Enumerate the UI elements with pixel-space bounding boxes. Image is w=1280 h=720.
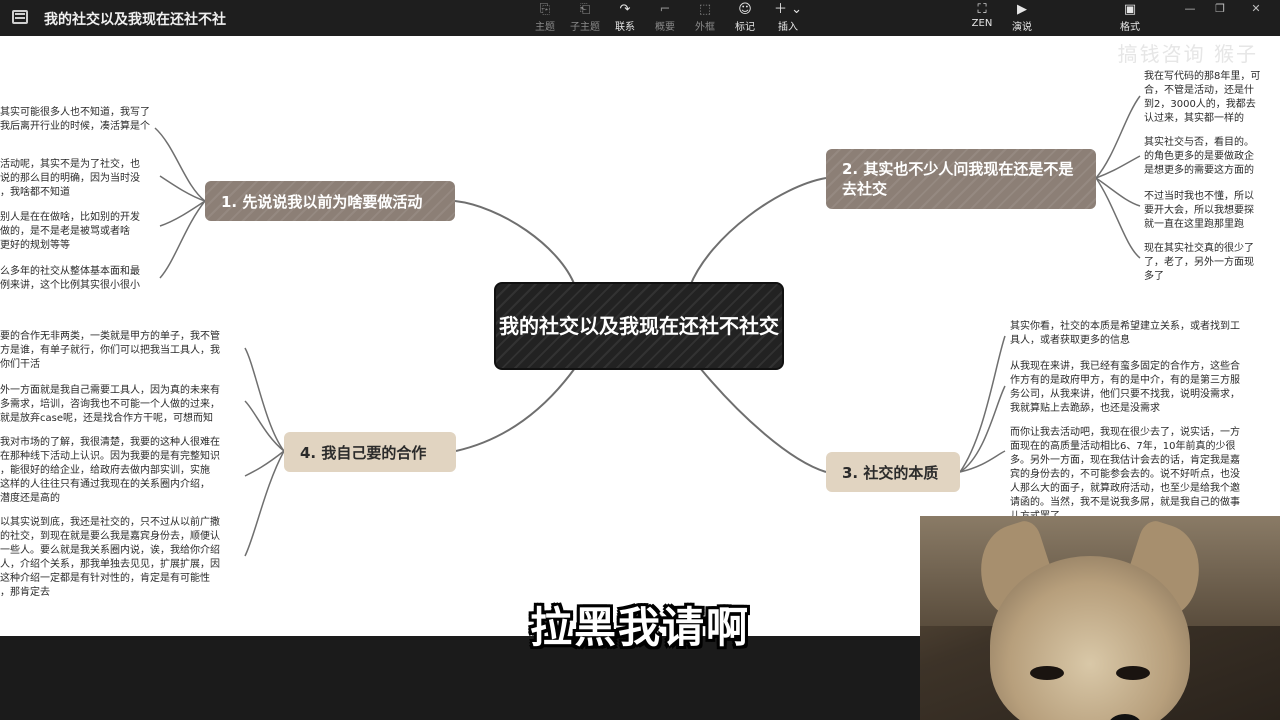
mindmap-canvas[interactable]: 搞钱咨询 猴子 bbox=[0, 36, 1280, 636]
branch-4-topic[interactable]: 4. 我自己要的合作 bbox=[284, 432, 456, 472]
toolbar-format-button[interactable]: ▣ 格式 bbox=[1108, 2, 1152, 34]
link-branch-2 bbox=[689, 177, 827, 287]
connector-lines bbox=[154, 95, 1141, 557]
branch-4-leaf-1[interactable]: 要的合作无非两类，一类就是甲方的单子，我不管 方是谁，有单子就行，你们可以把我当… bbox=[0, 331, 220, 370]
subtopic-icon: ⎗ bbox=[579, 2, 591, 17]
marker-icon: ☺ bbox=[738, 2, 752, 17]
watermark: 搞钱咨询 猴子 bbox=[1117, 42, 1258, 66]
central-topic[interactable]: 我的社交以及我现在还社不社交 bbox=[496, 284, 782, 368]
close-icon[interactable]: ✕ bbox=[1251, 2, 1261, 15]
branch-4-leaf-2[interactable]: 外一方面就是我自己需要工具人，因为真的未来有 多需求，培训，咨询我也不可能一个人… bbox=[0, 385, 220, 424]
toolbar-summary-button[interactable]: ⌐ 概要 bbox=[643, 2, 687, 34]
branch-2-leaf-1[interactable]: 我在写代码的那8年里，可 合，不管是活动，还是什 到2，3000人的，我都去 认… bbox=[1144, 71, 1261, 124]
webcam-overlay bbox=[920, 516, 1280, 720]
pitch-icon: ▶ bbox=[1017, 2, 1027, 17]
zen-icon: ⛶ bbox=[977, 2, 987, 17]
toolbar-pitch-button[interactable]: ▶ 演说 bbox=[1000, 2, 1044, 34]
document-title: 我的社交以及我现在还社不社 bbox=[44, 12, 226, 28]
boundary-icon: ⬚ bbox=[698, 2, 712, 17]
link-branch-1 bbox=[454, 200, 576, 287]
branch-1-leaf-4[interactable]: 么多年的社交从整体基本面和最 例来讲，这个比例其实很小很小 bbox=[0, 266, 140, 291]
minimize-icon[interactable]: — bbox=[1184, 2, 1196, 15]
branch-1-leaf-1[interactable]: 其实可能很多人也不知道，我写了 我后离开行业的时候，凑活算是个 bbox=[0, 107, 150, 132]
toolbar-marker-button[interactable]: ☺ 标记 bbox=[723, 2, 767, 34]
toolbar-relation-button[interactable]: ↷ 联系 bbox=[603, 2, 647, 34]
video-subtitle: 拉黑我请啊 bbox=[529, 603, 750, 652]
branch-4-leaf-4[interactable]: 以其实说到底，我还是社交的，只不过从以前广撒 的社交，到现在就是要么我是嘉宾身份… bbox=[0, 517, 220, 598]
branch-4-leaf-3[interactable]: 我对市场的了解，我很清楚，我要的这种人很难在 在那种线下活动上认识。因为我要的是… bbox=[0, 437, 220, 504]
branch-1-leaf-3[interactable]: 别人是在在做啥，比如别的开发 做的，是不是老是被骂或者啥 更好的规划等等 bbox=[0, 212, 140, 251]
link-branch-3 bbox=[699, 367, 827, 473]
video-letterbox bbox=[0, 636, 920, 720]
toolbar-zen-button[interactable]: ⛶ ZEN bbox=[960, 2, 1004, 34]
fox-mascot-image bbox=[990, 556, 1190, 720]
menu-icon[interactable] bbox=[12, 10, 28, 24]
branch-2-leaf-2[interactable]: 其实社交与否，看目的。 的角色更多的是要做政企 是想更多的需要这方面的 bbox=[1144, 137, 1254, 176]
summary-icon: ⌐ bbox=[659, 2, 671, 17]
topic-icon: ⎘ bbox=[539, 2, 551, 17]
branch-1-topic[interactable]: 1. 先说说我以前为啥要做活动 bbox=[205, 181, 455, 221]
format-icon: ▣ bbox=[1123, 2, 1137, 17]
insert-icon: ＋ ⌄ bbox=[773, 2, 803, 17]
toolbar-boundary-button[interactable]: ⬚ 外框 bbox=[683, 2, 727, 34]
branch-2-leaf-4[interactable]: 现在其实社交真的很少了 了，老了，另外一方面现 多了 bbox=[1144, 243, 1254, 282]
toolbar-subtopic-button[interactable]: ⎗ 子主题 bbox=[563, 2, 607, 34]
maximize-icon[interactable]: ❐ bbox=[1215, 2, 1225, 15]
relation-icon: ↷ bbox=[619, 2, 631, 17]
branch-2-topic[interactable]: 2. 其实也不少人问我现在还是不是去社交 bbox=[826, 149, 1096, 209]
branch-3-leaf-2[interactable]: 从我现在来讲，我已经有蛮多固定的合作方，这些合 作方有的是政府甲方，有的是中介，… bbox=[1010, 361, 1240, 414]
branch-1-leaf-2[interactable]: 活动呢，其实不是为了社交，也 说的那么目的明确，因为当时没 ，我啥都不知道 bbox=[0, 159, 140, 198]
branch-2-leaf-3[interactable]: 不过当时我也不懂，所以 要开大会，所以我想要探 就一直在这里跑那里跑 bbox=[1144, 191, 1254, 230]
link-branch-4 bbox=[455, 367, 576, 452]
branch-3-leaf-1[interactable]: 其实你看，社交的本质是希望建立关系，或者找到工 具人，或者获取更多的信息 bbox=[1010, 321, 1240, 346]
title-bar: 我的社交以及我现在还社不社 ⎘ 主题 ⎗ 子主题 ↷ 联系 ⌐ 概要 ⬚ 外框 … bbox=[0, 0, 1280, 36]
branch-3-leaf-3[interactable]: 而你让我去活动吧，我现在很少去了，说实话，一方 面现在的高质量活动相比6、7年，… bbox=[1010, 427, 1240, 522]
toolbar-insert-button[interactable]: ＋ ⌄ 插入 bbox=[766, 2, 810, 34]
toolbar-topic-button[interactable]: ⎘ 主题 bbox=[523, 2, 567, 34]
branch-3-topic[interactable]: 3. 社交的本质 bbox=[826, 452, 960, 492]
